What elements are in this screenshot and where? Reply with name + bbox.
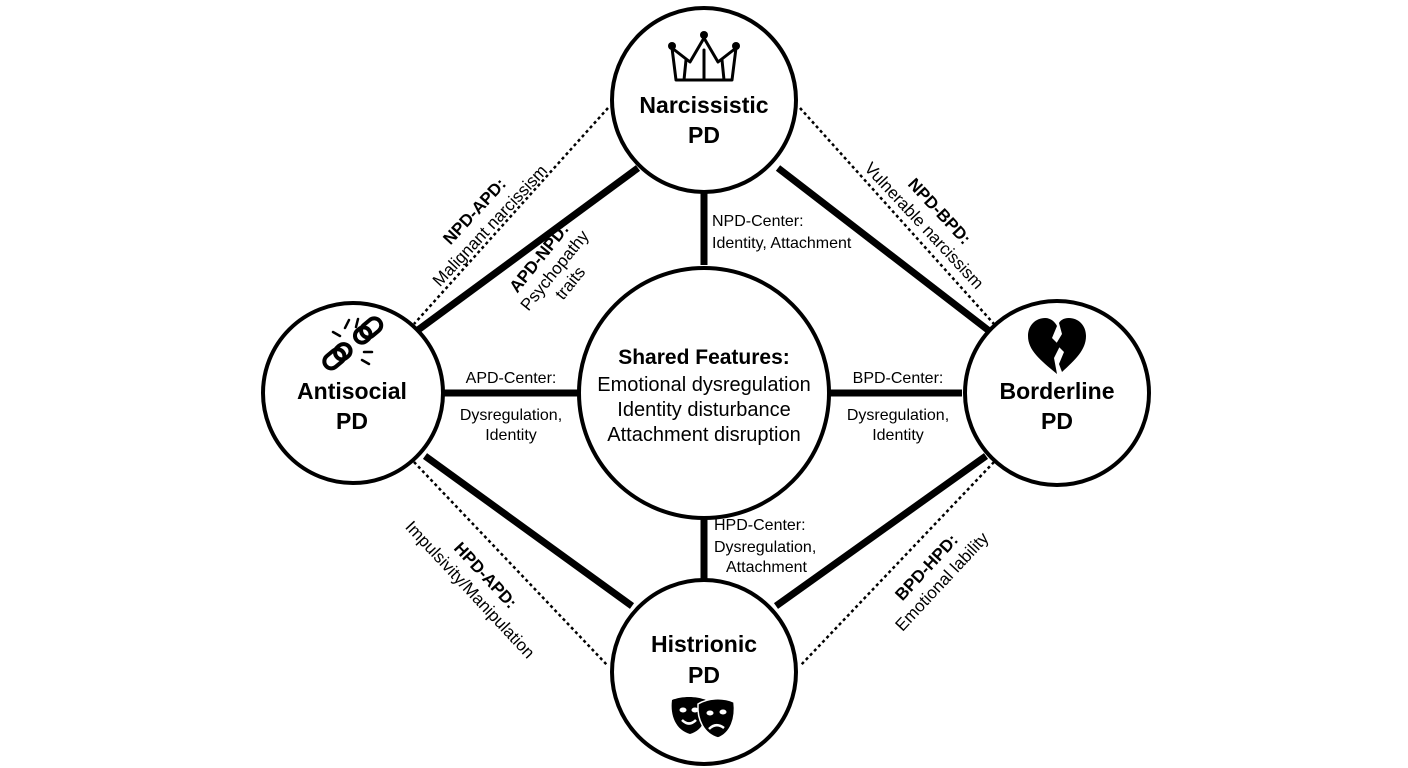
center-line-2: Identity disturbance — [617, 399, 790, 421]
histrionic-subtitle: PD — [688, 662, 720, 688]
node-borderline — [963, 299, 1151, 487]
node-histrionic — [610, 578, 798, 766]
center-line-3: Attachment disruption — [607, 424, 800, 446]
bpd-center-label: BPD-Center: — [853, 370, 944, 387]
borderline-subtitle: PD — [1041, 408, 1073, 434]
edge-bpd-hpd — [773, 453, 989, 609]
npd-center-detail: Identity, Attachment — [712, 235, 852, 252]
hpd-center-detail-2: Attachment — [726, 559, 807, 576]
antisocial-subtitle: PD — [336, 408, 368, 434]
bpd-hpd-label-group: BPD-HPD: Emotional lability — [891, 528, 992, 635]
npd-center-label: NPD-Center: — [712, 213, 804, 230]
node-center-shared — [577, 266, 831, 520]
broken-chain-icon — [322, 316, 384, 371]
center-line-1: Emotional dysregulation — [597, 374, 810, 396]
spark-marks — [331, 317, 374, 366]
apd-center-detail-1: Dysregulation, — [460, 407, 562, 424]
hpd-center-label: HPD-Center: — [714, 517, 806, 534]
edge-npd-bpd — [775, 165, 991, 333]
dotted-npd-apd — [413, 107, 609, 325]
narcissistic-title: Narcissistic — [639, 92, 768, 118]
dotted-bpd-hpd — [799, 461, 995, 667]
npd-bpd-label-group: NPD-BPD: Vulnerable narcissism — [861, 159, 988, 293]
spokes — [440, 192, 962, 582]
crown-icon — [668, 31, 740, 82]
npd-bpd-line-1: Vulnerable narcissism — [861, 159, 988, 293]
apd-npd-label-group: APD-NPD: Psychopathy traits — [506, 220, 593, 315]
hpd-center-detail-1: Dysregulation, — [714, 539, 816, 556]
edge-npd-apd — [415, 165, 641, 333]
histrionic-title: Histrionic — [651, 631, 757, 657]
edge-apd-hpd — [422, 453, 635, 609]
apd-center-label: APD-Center: — [466, 370, 557, 387]
node-narcissistic — [610, 6, 798, 194]
bpd-center-detail-2: Identity — [872, 427, 924, 444]
node-antisocial — [261, 301, 445, 485]
antisocial-title: Antisocial — [297, 378, 407, 404]
outer-connectors — [415, 165, 991, 609]
theater-masks-icon — [671, 697, 736, 739]
narcissistic-subtitle: PD — [688, 122, 720, 148]
apd-center-detail-2: Identity — [485, 427, 537, 444]
hpd-apd-line-1: Impulsivity/Manipulation — [401, 517, 538, 662]
bpd-center-detail-1: Dysregulation, — [847, 407, 949, 424]
broken-heart-icon — [1028, 318, 1086, 374]
dotted-connectors — [413, 107, 995, 667]
hpd-apd-label-group: HPD-APD: Impulsivity/Manipulation — [401, 517, 538, 662]
center-title: Shared Features: — [618, 346, 790, 369]
borderline-title: Borderline — [999, 378, 1114, 404]
dotted-npd-bpd — [799, 107, 995, 325]
dotted-apd-hpd — [413, 461, 609, 667]
